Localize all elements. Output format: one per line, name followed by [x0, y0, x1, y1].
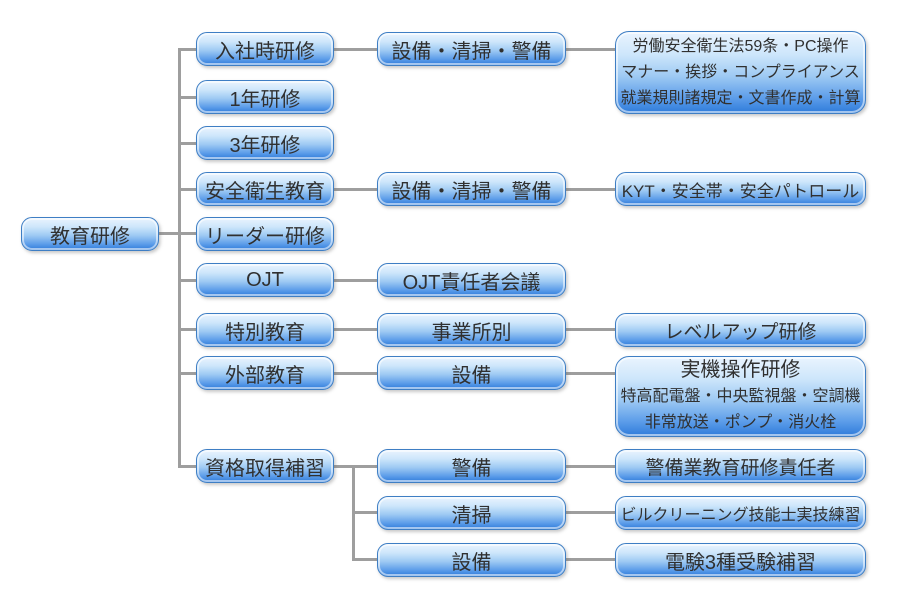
curriculum-line: 就業規則諸規定・文書作成・計算 — [620, 89, 861, 107]
node-entry-curriculum: 労働安全衛生法59条・PC操作 マナー・挨拶・コンプライアンス 就業規則諸規定・… — [615, 31, 866, 114]
node-title: 実機操作研修 — [680, 359, 801, 381]
connector — [566, 48, 615, 51]
node-safety-departments: 設備・清掃・警備 — [377, 172, 566, 206]
node-label: 教育研修 — [50, 225, 130, 248]
node-3year-training: 3年研修 — [196, 126, 334, 160]
node-external-equipment: 設備 — [377, 356, 566, 390]
curriculum-line: 労働安全衛生法59条・PC操作 — [632, 37, 849, 55]
node-label: 設備 — [451, 364, 492, 387]
node-ojt: OJT — [196, 263, 334, 297]
node-label: 資格取得補習 — [205, 457, 325, 480]
node-special-education: 特別教育 — [196, 313, 334, 347]
node-entry-departments: 設備・清掃・警備 — [377, 32, 566, 66]
node-label: OJT責任者会議 — [402, 271, 541, 294]
node-levelup-training: レベルアップ研修 — [615, 313, 866, 347]
node-label: 清掃 — [451, 504, 492, 527]
node-label: 設備・清掃・警備 — [391, 40, 552, 63]
connector — [566, 465, 615, 468]
node-label: KYT・安全帯・安全パトロール — [621, 181, 860, 201]
connector — [334, 465, 377, 468]
node-label: 特別教育 — [225, 321, 305, 344]
connector — [178, 279, 196, 282]
node-label: 電験3種受験補習 — [664, 551, 817, 574]
node-label: 設備 — [451, 551, 492, 574]
node-label: 設備・清掃・警備 — [391, 180, 552, 203]
connector — [334, 328, 377, 331]
connector — [334, 48, 377, 51]
node-label: 3年研修 — [229, 134, 301, 157]
node-entry-training: 入社時研修 — [196, 32, 334, 66]
connector — [178, 48, 181, 468]
connector — [178, 372, 196, 375]
node-1year-training: 1年研修 — [196, 80, 334, 114]
node-label: ビルクリーニング技能士実技練習 — [620, 507, 861, 524]
node-education-training: 教育研修 — [21, 217, 159, 251]
connector — [159, 232, 196, 235]
connector — [566, 328, 615, 331]
connector — [566, 511, 615, 514]
node-safety-health-education: 安全衛生教育 — [196, 172, 334, 206]
connector — [178, 465, 196, 468]
curriculum-line: 特高配電盤・中央監視盤・空調機 — [620, 388, 861, 405]
node-label: レベルアップ研修 — [664, 321, 817, 343]
node-equipment-practice: 実機操作研修 特高配電盤・中央監視盤・空調機 非常放送・ポンプ・消火栓 — [615, 356, 866, 437]
connector — [566, 188, 615, 191]
node-qual-security: 警備 — [377, 449, 566, 483]
curriculum-line: 非常放送・ポンプ・消火栓 — [644, 414, 837, 431]
connector — [334, 372, 377, 375]
connector — [334, 188, 377, 191]
node-label: 安全衛生教育 — [205, 180, 325, 203]
node-label: 入社時研修 — [215, 40, 315, 63]
node-qualification-support: 資格取得補習 — [196, 449, 334, 483]
node-by-office: 事業所別 — [377, 313, 566, 347]
node-denken-exam-prep: 電験3種受験補習 — [615, 543, 866, 577]
node-qual-equipment: 設備 — [377, 543, 566, 577]
connector — [178, 328, 196, 331]
node-security-instructor: 警備業教育研修責任者 — [615, 449, 866, 483]
node-external-education: 外部教育 — [196, 356, 334, 390]
connector — [566, 558, 615, 561]
curriculum-line: マナー・挨拶・コンプライアンス — [621, 63, 860, 81]
connector — [178, 48, 196, 51]
connector — [178, 96, 196, 99]
node-label: OJT — [246, 268, 284, 291]
node-cleaning-practice: ビルクリーニング技能士実技練習 — [615, 496, 866, 530]
node-safety-curriculum: KYT・安全帯・安全パトロール — [615, 172, 866, 206]
node-label: リーダー研修 — [205, 225, 325, 248]
node-label: 警備 — [451, 457, 492, 480]
connector — [352, 558, 377, 561]
node-ojt-leaders-meeting: OJT責任者会議 — [377, 263, 566, 297]
connector — [178, 142, 196, 145]
node-qual-cleaning: 清掃 — [377, 496, 566, 530]
connector — [178, 188, 196, 191]
node-leader-training: リーダー研修 — [196, 217, 334, 251]
connector — [566, 372, 615, 375]
node-label: 事業所別 — [431, 321, 512, 344]
connector — [334, 279, 377, 282]
connector — [352, 511, 377, 514]
node-label: 警備業教育研修責任者 — [645, 457, 836, 479]
node-label: 外部教育 — [225, 364, 305, 387]
node-label: 1年研修 — [229, 88, 301, 111]
